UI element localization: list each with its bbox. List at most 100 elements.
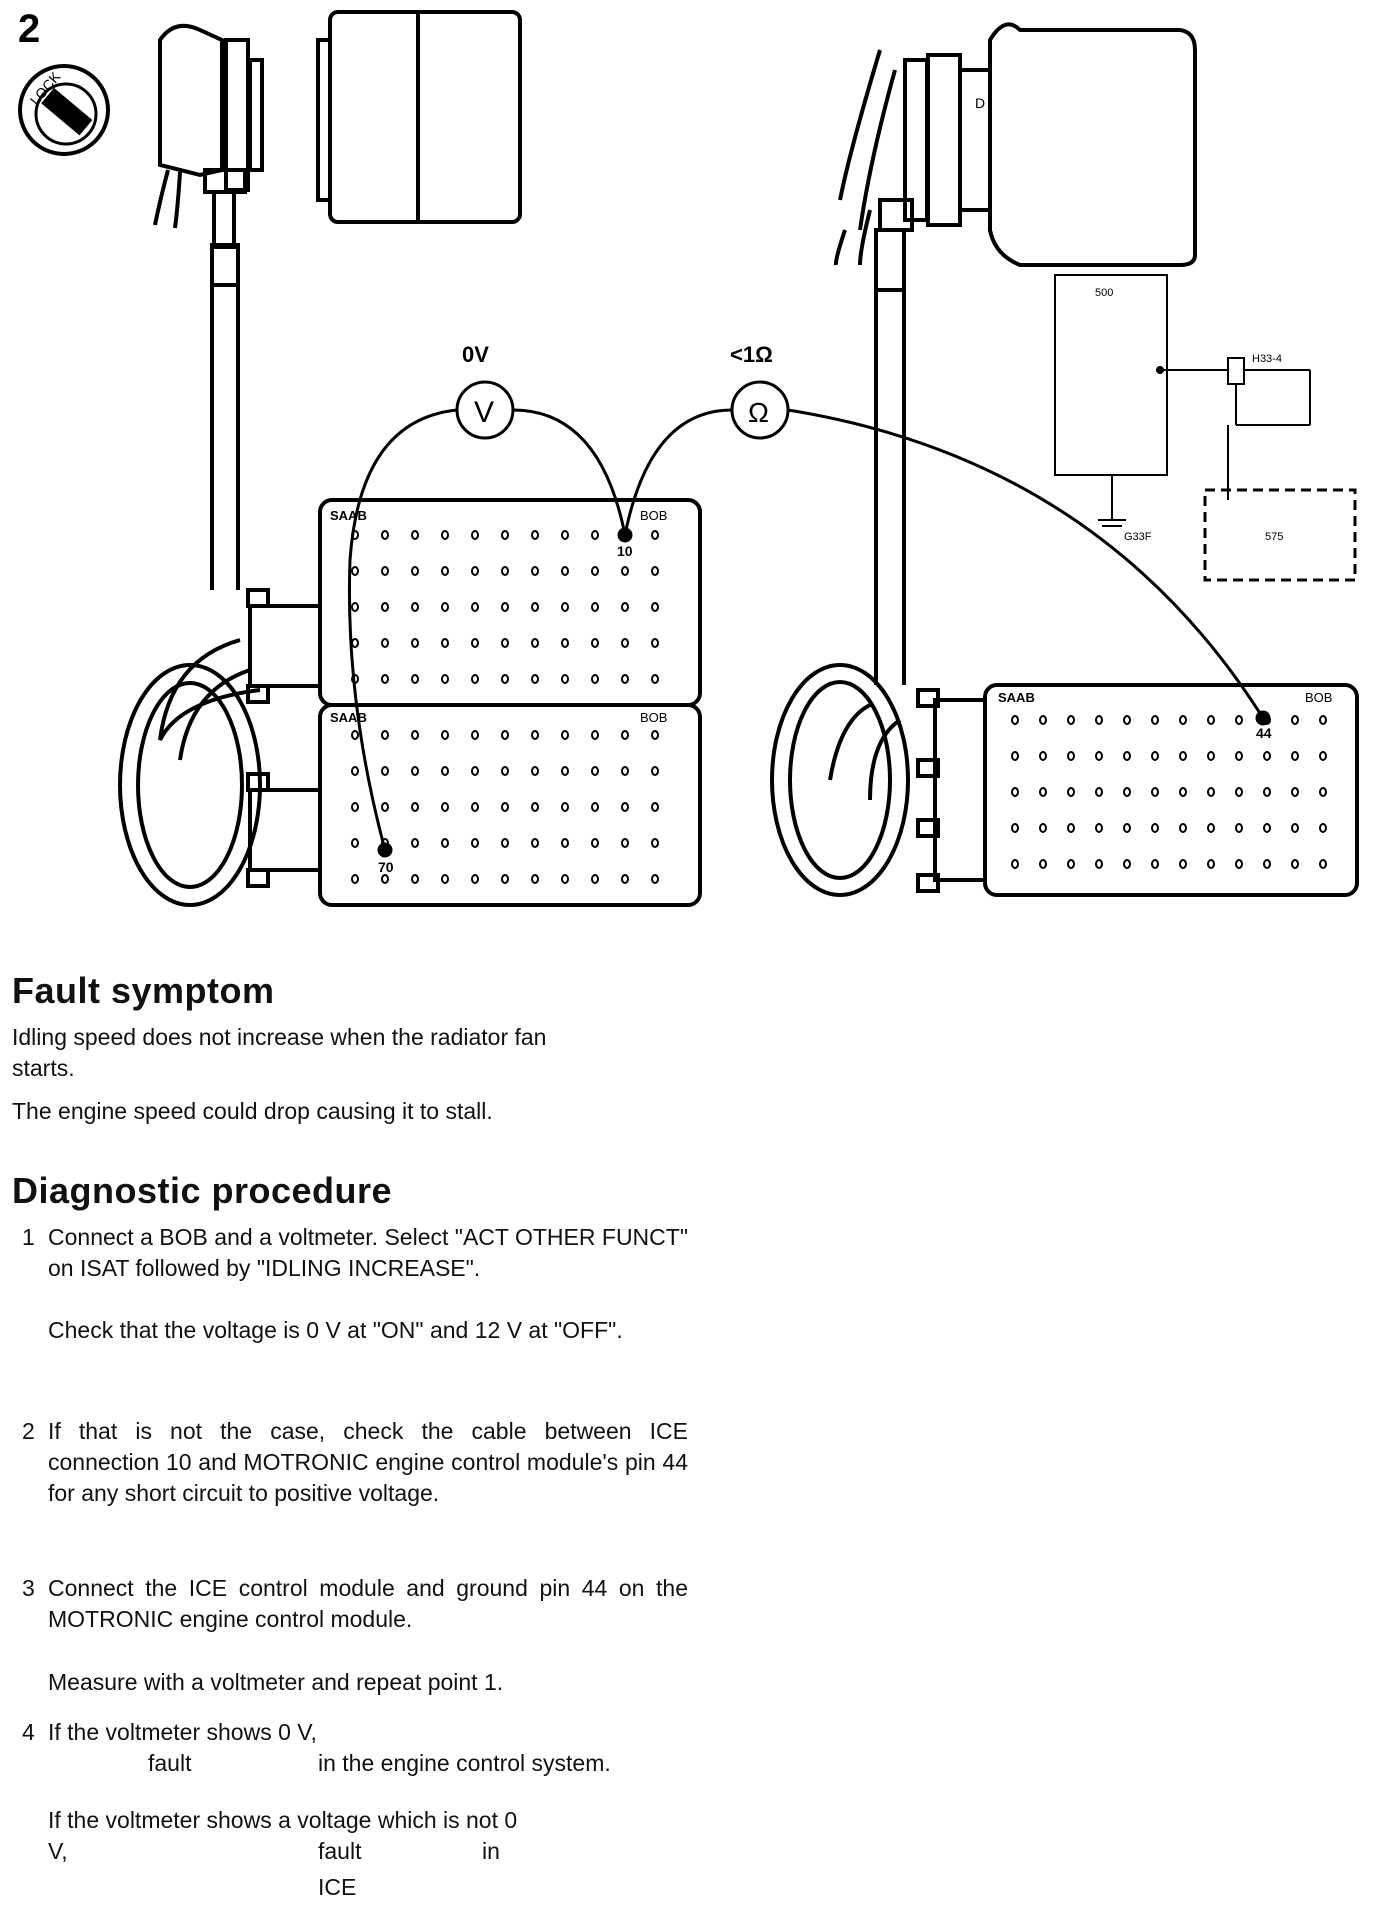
- pin-hole: [591, 838, 599, 848]
- pin-hole: [411, 766, 419, 776]
- pin-hole: [501, 674, 509, 684]
- pin-hole: [591, 602, 599, 612]
- pin-hole: [621, 602, 629, 612]
- pin-hole: [1067, 787, 1075, 797]
- pin-hole: [561, 838, 569, 848]
- pin-hole: [1123, 823, 1131, 833]
- figure-number: 2: [18, 7, 40, 51]
- step-number: 1: [22, 1224, 35, 1250]
- pin-hole: [531, 730, 539, 740]
- step-extra-line1: If the voltmeter shows a voltage which i…: [48, 1807, 518, 1833]
- pin-hole: [471, 602, 479, 612]
- pin-hole: [501, 602, 509, 612]
- pin-hole: [381, 730, 389, 740]
- step-text: Connect the ICE control module and groun…: [48, 1575, 688, 1632]
- pin-hole: [441, 802, 449, 812]
- step-extra-fault: fault: [318, 1838, 362, 1864]
- ignition-lock-icon: LOCK: [18, 64, 110, 156]
- svg-text:H33-4: H33-4: [1252, 353, 1282, 365]
- pin-hole: [1207, 859, 1215, 869]
- pin-hole: [411, 730, 419, 740]
- pin-hole: [1123, 787, 1131, 797]
- bob-left-bottom: SAAB BOB: [318, 703, 702, 907]
- right-cable: [770, 290, 987, 897]
- pin-hole: [381, 638, 389, 648]
- right-control-module: D: [833, 22, 1197, 292]
- pin-hole: [591, 802, 599, 812]
- pin-hole: [411, 802, 419, 812]
- pin-hole: [651, 730, 659, 740]
- step-text: Connect a BOB and a voltmeter. Select "A…: [48, 1224, 688, 1281]
- pin-hole: [1263, 787, 1271, 797]
- pin-hole: [651, 530, 659, 540]
- pin-hole: [1123, 859, 1131, 869]
- pin-hole: [621, 838, 629, 848]
- pin-hole: [1011, 823, 1019, 833]
- pin-hole: [1319, 751, 1327, 761]
- svg-text:BOB: BOB: [640, 508, 667, 523]
- pin-hole: [441, 602, 449, 612]
- svg-text:SAAB: SAAB: [330, 508, 367, 523]
- pin-hole: [561, 874, 569, 884]
- pin-hole: [621, 730, 629, 740]
- pin-hole: [621, 638, 629, 648]
- pin-hole: [501, 874, 509, 884]
- pin-hole: [501, 530, 509, 540]
- svg-text:10: 10: [617, 543, 633, 559]
- pin-hole: [591, 638, 599, 648]
- pin-hole: [1291, 823, 1299, 833]
- pin-hole: [591, 674, 599, 684]
- pin-hole: [561, 674, 569, 684]
- pin-hole: [381, 766, 389, 776]
- pin-hole: [411, 674, 419, 684]
- fault-symptom-line1: Idling speed does not increase when the …: [12, 1024, 547, 1050]
- pin-hole: [411, 838, 419, 848]
- pin-hole: [1039, 751, 1047, 761]
- pin-hole: [501, 802, 509, 812]
- pin-hole: [561, 766, 569, 776]
- step-text: If that is not the case, check the cable…: [48, 1418, 688, 1506]
- pin-hole: [1067, 859, 1075, 869]
- pin-hole: [501, 730, 509, 740]
- pin-hole: [1011, 751, 1019, 761]
- pin-hole: [531, 766, 539, 776]
- pin-hole: [591, 766, 599, 776]
- pin-hole: [351, 638, 359, 648]
- pin-hole: [441, 838, 449, 848]
- svg-text:BOB: BOB: [640, 710, 667, 725]
- pin-hole: [651, 638, 659, 648]
- pin-hole: [441, 566, 449, 576]
- pin-hole: [411, 602, 419, 612]
- pin-hole: [471, 838, 479, 848]
- pin-hole: [1095, 859, 1103, 869]
- pin-hole: [381, 530, 389, 540]
- pin-hole: [591, 874, 599, 884]
- pin-hole: [351, 566, 359, 576]
- test-leads: 10 70 44: [347, 408, 1272, 875]
- svg-text:44: 44: [1256, 725, 1272, 741]
- pin-hole: [1207, 715, 1215, 725]
- pin-grid: [351, 530, 1327, 884]
- pin-hole: [1291, 859, 1299, 869]
- bob-left-top: SAAB BOB: [318, 498, 702, 707]
- pin-hole: [531, 566, 539, 576]
- wiring-diagram: 2 LOCK: [18, 7, 1359, 907]
- step-number: 4: [22, 1719, 35, 1745]
- svg-text:<1Ω: <1Ω: [730, 342, 773, 367]
- pin-hole: [1011, 859, 1019, 869]
- pin-hole: [1207, 787, 1215, 797]
- pin-hole: [651, 874, 659, 884]
- pin-hole: [651, 802, 659, 812]
- pin-hole: [441, 638, 449, 648]
- svg-text:D: D: [975, 95, 985, 111]
- pin-hole: [501, 566, 509, 576]
- pin-hole: [651, 766, 659, 776]
- pin-hole: [1179, 859, 1187, 869]
- fault-symptom-line2: starts.: [12, 1055, 75, 1081]
- pin-hole: [1067, 751, 1075, 761]
- pin-hole: [621, 674, 629, 684]
- pin-hole: [411, 530, 419, 540]
- pin-hole: [501, 638, 509, 648]
- pin-hole: [351, 730, 359, 740]
- pin-hole: [1179, 751, 1187, 761]
